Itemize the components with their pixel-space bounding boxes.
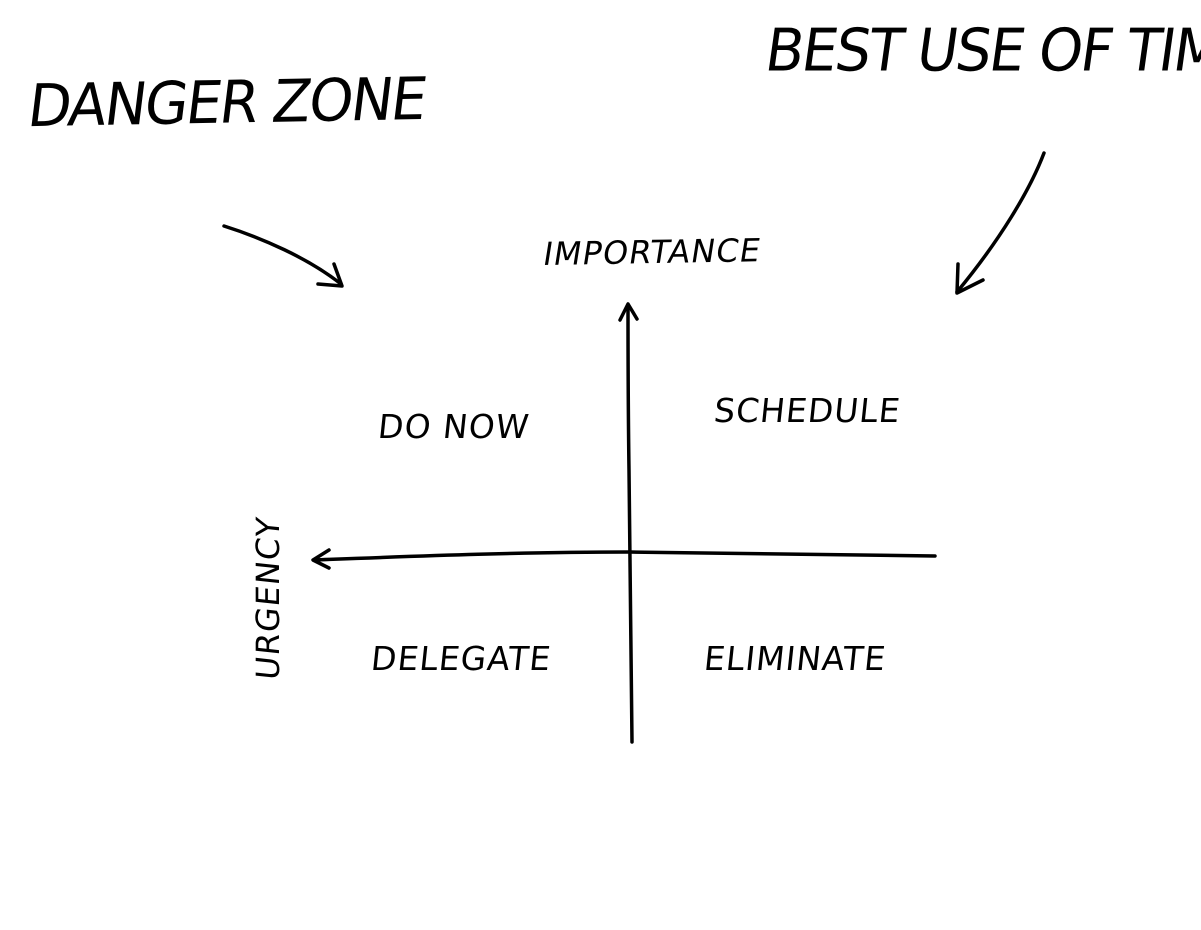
best-use-of-time-callout: BEST USE OF TIME	[761, 16, 1201, 85]
urgency-axis-label: URGENCY	[249, 514, 287, 682]
best-use-arrowhead	[955, 262, 985, 295]
importance-axis-arrowhead	[618, 302, 639, 322]
urgency-axis-line	[312, 550, 937, 562]
quadrant-eliminate-label: ELIMINATE	[702, 639, 889, 678]
quadrant-delegate-label: DELEGATE	[369, 639, 554, 678]
importance-axis-label: IMPORTANCE	[540, 231, 765, 273]
quadrant-schedule-label: SCHEDULE	[712, 391, 903, 430]
urgency-axis-arrowhead	[311, 548, 331, 570]
danger-zone-arrow-line	[222, 224, 343, 286]
importance-axis-line	[626, 304, 634, 744]
danger-zone-callout: DANGER ZONE	[24, 65, 430, 141]
danger-zone-arrowhead	[316, 262, 344, 288]
quadrant-do-now-label: DO NOW	[376, 407, 532, 446]
best-use-arrow-line	[955, 151, 1046, 294]
